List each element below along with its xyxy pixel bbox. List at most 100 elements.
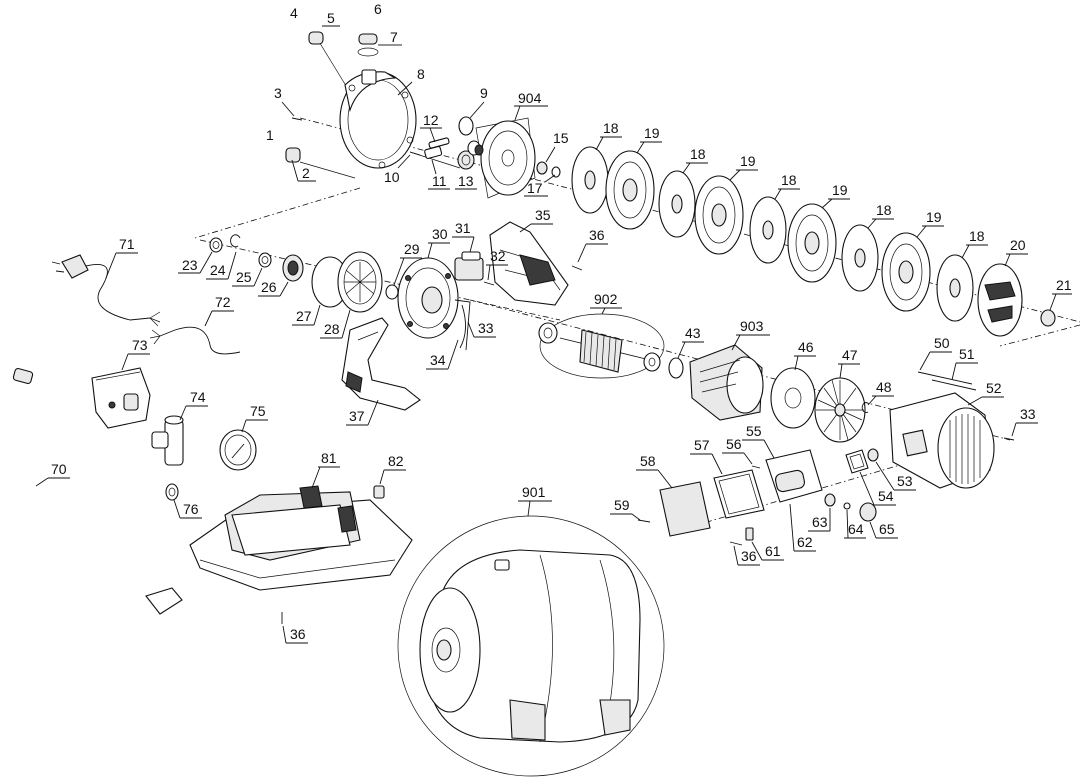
callout-81: 81	[321, 450, 337, 466]
callout-82: 82	[388, 453, 404, 469]
callout-65: 65	[879, 521, 895, 537]
terminal-box-group	[637, 448, 879, 546]
power-cable-part-71	[51, 254, 161, 327]
callout-32: 32	[490, 248, 506, 264]
callout-36-b: 36	[741, 548, 757, 564]
stage-bowl-part-19-b	[694, 175, 744, 255]
o-ring-part-9	[458, 116, 474, 136]
callout-18-d: 18	[876, 202, 892, 218]
callout-9: 9	[480, 85, 488, 101]
callout-50: 50	[934, 335, 950, 351]
callout-61: 61	[765, 543, 781, 559]
callout-72: 72	[215, 294, 231, 310]
callout-903: 903	[740, 318, 764, 334]
callout-26: 26	[261, 279, 277, 295]
callout-19-a: 19	[644, 125, 660, 141]
callout-904: 904	[518, 90, 542, 106]
callout-76: 76	[183, 501, 199, 517]
gasket-part-57	[713, 469, 765, 519]
seal-part-13	[457, 150, 475, 170]
tie-rod-part-51	[931, 379, 977, 391]
diffuser-assembly-part-904	[458, 116, 561, 199]
mechanical-seal-part-26	[282, 254, 304, 282]
pump-head-group	[285, 31, 475, 170]
callout-23: 23	[182, 257, 198, 273]
pressure-gauge-part-75	[219, 429, 257, 471]
impeller-part-18-b	[658, 170, 696, 238]
stage-bowl-part-19-d	[881, 232, 931, 312]
callout-31: 31	[455, 220, 471, 236]
callout-34: 34	[430, 352, 446, 368]
fan-cover-part-52	[889, 392, 995, 489]
callout-901: 901	[522, 484, 546, 500]
callout-7: 7	[390, 29, 398, 45]
callout-20: 20	[1010, 237, 1026, 253]
cooling-fan-part-47	[814, 377, 866, 443]
fill-plug-part-6	[358, 33, 378, 45]
screw-part-36-b	[729, 541, 743, 546]
callout-43: 43	[685, 325, 701, 341]
drain-plug-part-4	[308, 31, 324, 45]
washer-part-23	[209, 237, 223, 253]
callout-37: 37	[349, 408, 365, 424]
callout-51: 51	[959, 346, 975, 362]
base-foot-part-37	[341, 317, 421, 411]
cable-gland-part-65	[859, 502, 877, 522]
drain-plug-part-1	[285, 147, 301, 163]
clamp-part-61	[745, 527, 754, 541]
bushing-part-21	[1040, 309, 1056, 327]
pressure-tank-part-901	[397, 515, 665, 777]
callout-33-a: 33	[478, 320, 494, 336]
callout-29: 29	[404, 241, 420, 257]
callout-18-b: 18	[690, 146, 706, 162]
callout-59: 59	[614, 497, 630, 513]
callout-56: 56	[726, 436, 742, 452]
jet-impeller-part-28	[337, 251, 383, 313]
screw-part-33-b	[1003, 437, 1015, 441]
hose-part-70	[11, 367, 183, 615]
impeller-part-18-a	[571, 146, 609, 214]
end-stage-part-20	[977, 263, 1023, 337]
stage-bowl-part-19-a	[605, 150, 655, 230]
seal-stack-group	[209, 234, 399, 313]
impeller-stack	[571, 146, 1056, 337]
end-shield-part-46	[770, 367, 816, 429]
seal-part-25	[258, 252, 272, 268]
bushing-part-63	[824, 493, 836, 507]
cover-part-58	[659, 481, 711, 537]
tie-rod-part-50	[917, 371, 973, 385]
callout-4: 4	[290, 5, 298, 21]
base-frame-part-81	[189, 485, 413, 591]
callout-28: 28	[324, 321, 340, 337]
motor-bracket-part-35	[489, 221, 569, 306]
callout-5: 5	[327, 10, 335, 26]
screw-part-82	[373, 485, 385, 499]
washer-part-43	[668, 357, 684, 379]
callout-64: 64	[848, 521, 864, 537]
impeller-part-18-d	[841, 224, 879, 292]
callout-62: 62	[797, 534, 813, 550]
callout-35: 35	[535, 207, 551, 223]
callout-73: 73	[132, 337, 148, 353]
callout-12: 12	[423, 112, 439, 128]
callout-58: 58	[640, 453, 656, 469]
tee-fitting-part-74	[151, 415, 184, 466]
callout-30: 30	[432, 226, 448, 242]
washer-part-76	[165, 483, 179, 501]
callout-47: 47	[842, 347, 858, 363]
gasket-part-54	[845, 449, 869, 474]
stage-bowl-part-19-c	[787, 203, 837, 283]
washer-part-64	[843, 502, 851, 510]
screw-part-36-a	[571, 265, 583, 271]
callout-46: 46	[798, 339, 814, 355]
callout-19-b: 19	[740, 153, 756, 169]
callout-13: 13	[458, 173, 474, 189]
callout-2: 2	[302, 165, 310, 181]
callout-3: 3	[274, 85, 282, 101]
callout-11: 11	[432, 173, 447, 189]
callout-71: 71	[119, 236, 135, 252]
impeller-part-18-c	[749, 196, 787, 264]
clip-part-48	[861, 402, 870, 413]
callout-21: 21	[1056, 277, 1072, 293]
